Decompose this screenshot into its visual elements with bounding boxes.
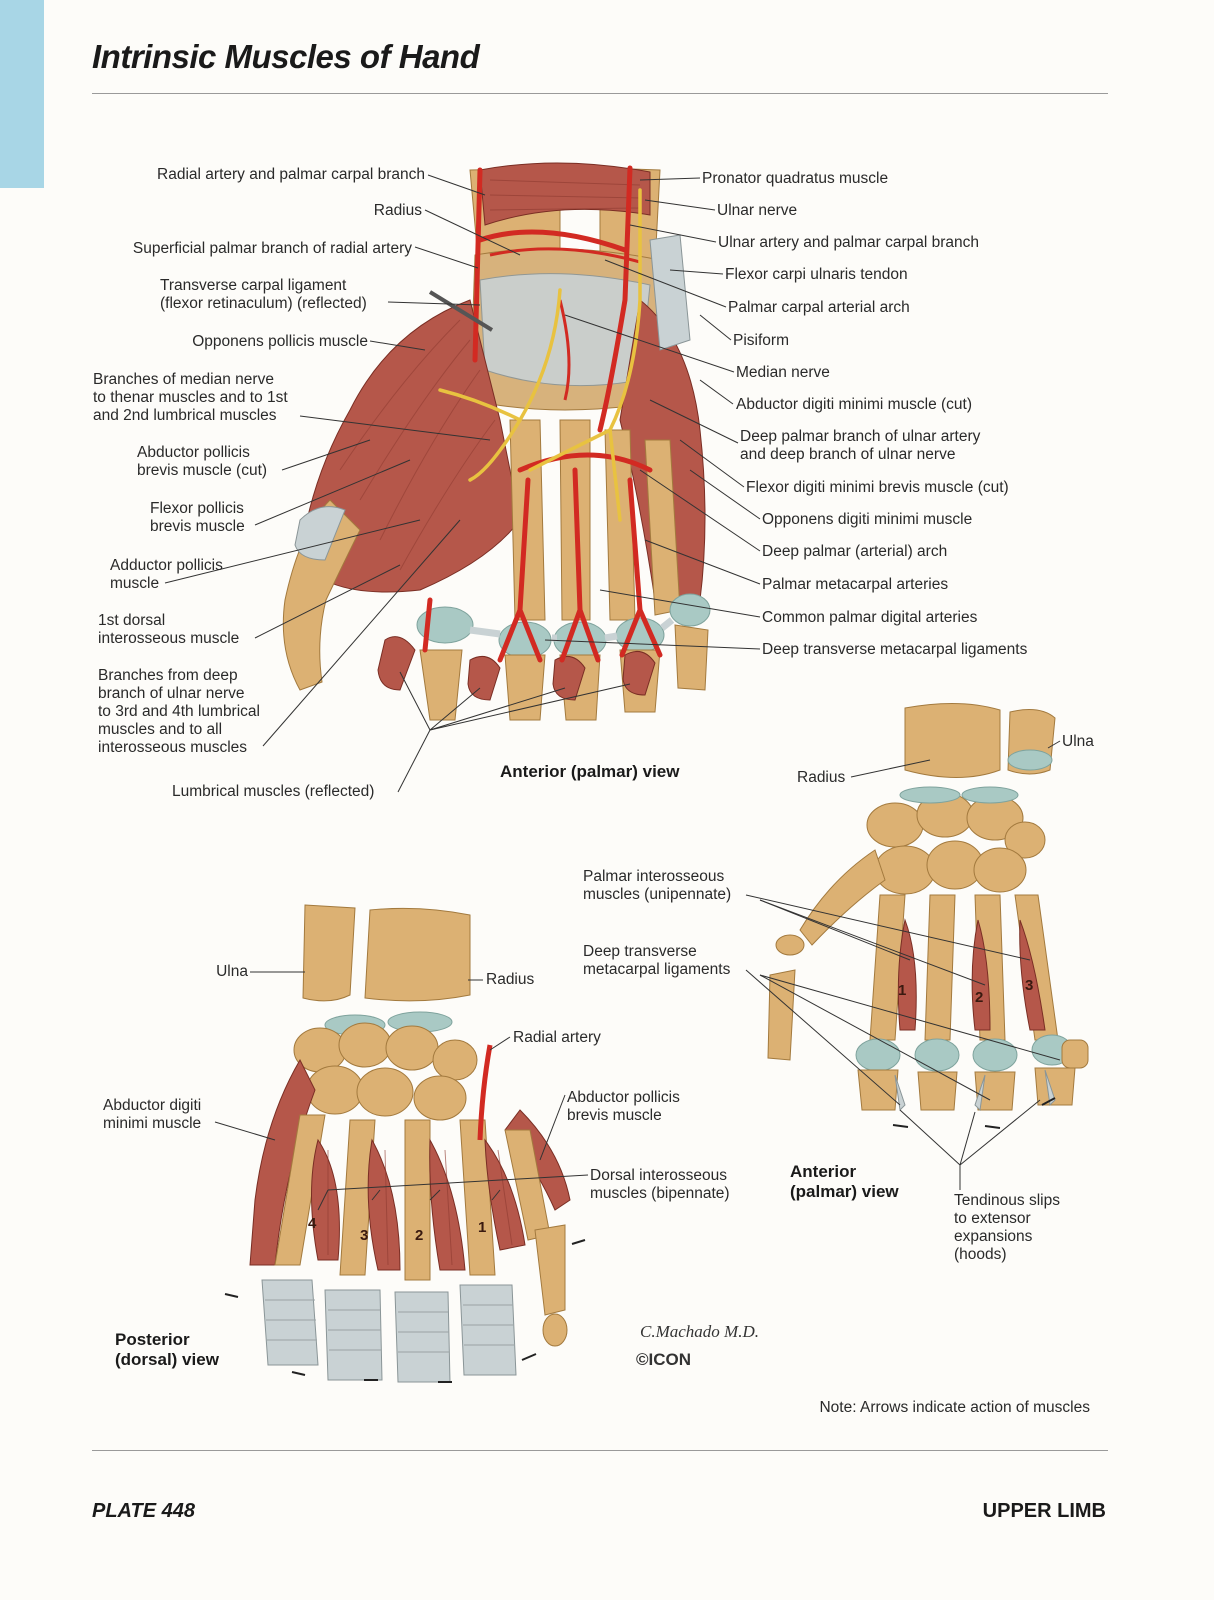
label-dorsal-interosseous: Dorsal interosseous muscles (bipennate): [590, 1167, 730, 1202]
label-adductor-pollicis: Adductor pollicis muscle: [110, 557, 223, 592]
label-radius-dorsal: Radius: [486, 971, 535, 988]
radius-bone-right: [904, 703, 1001, 778]
label-radius-right: Radius: [797, 769, 846, 786]
artist-signature: C.Machado M.D.: [640, 1322, 759, 1341]
metacarpals-top: [509, 419, 681, 621]
tendinous-slips: [894, 1069, 1056, 1112]
action-arrows-dorsal: [224, 1239, 586, 1383]
action-arrows-right: [892, 1097, 1056, 1129]
section-name: UPPER LIMB: [982, 1500, 1106, 1522]
palmar-interosseous-muscles: [897, 918, 1046, 1031]
carpal-bones-right: [866, 792, 1046, 895]
page-title: Intrinsic Muscles of Hand: [92, 38, 480, 75]
palmar-hand-top: [282, 162, 711, 721]
label-radial-artery-dorsal: Radial artery: [513, 1029, 601, 1046]
publisher-logo: ©ICON: [636, 1350, 692, 1369]
label-abductor-digiti-minimi-cut: Abductor digiti minimi muscle (cut): [736, 396, 973, 413]
view-title-palmar-right: Anterior (palmar) view: [790, 1162, 899, 1201]
palmar-muscle-number-2: 2: [975, 989, 983, 1006]
thumb-right: [799, 849, 886, 946]
plate-number: PLATE 448: [92, 1500, 195, 1522]
label-deep-transverse-ligaments-right: Deep transverse metacarpal ligaments: [583, 943, 731, 978]
label-transverse-carpal-ligament: Transverse carpal ligament (flexor retin…: [160, 277, 367, 312]
label-deep-ulnar-nerve-branches: Branches from deep branch of ulnar nerve…: [98, 667, 260, 756]
flexor-carpi-ulnaris-tendon: [649, 234, 691, 351]
label-flexor-digiti-minimi-brevis: Flexor digiti minimi brevis muscle (cut): [746, 479, 1009, 496]
label-deep-palmar-branch: Deep palmar branch of ulnar artery and d…: [740, 428, 981, 463]
reflected-ligament-pin: [428, 290, 494, 332]
label-abductor-digiti-minimi-dorsal: Abductor digiti minimi muscle: [103, 1097, 202, 1132]
palmar-carpal-arch: [489, 247, 641, 401]
view-title-palmar-top: Anterior (palmar) view: [500, 762, 680, 781]
thumb-dorsal: [534, 1224, 566, 1316]
view-title-dorsal: Posterior (dorsal) view: [115, 1330, 219, 1369]
label-abductor-pollicis-brevis-dorsal: Abductor pollicis brevis muscle: [567, 1089, 680, 1124]
label-abductor-pollicis-brevis-cut: Abductor pollicis brevis muscle (cut): [137, 444, 268, 479]
label-deep-palmar-arch: Deep palmar (arterial) arch: [762, 543, 948, 560]
label-deep-transverse-ligaments-top: Deep transverse metacarpal ligaments: [762, 641, 1028, 658]
dorsal-muscle-number-3: 3: [360, 1227, 368, 1244]
label-palmar-carpal-arch: Palmar carpal arterial arch: [728, 299, 910, 316]
footer-rule: [92, 1450, 1108, 1451]
palmar-muscle-number-3: 3: [1025, 977, 1033, 994]
ulna-bone-dorsal: [302, 904, 356, 1002]
label-opponens-digiti-minimi: Opponens digiti minimi muscle: [762, 511, 973, 528]
metacarpals-dorsal: [274, 1114, 551, 1281]
label-palmar-interosseous: Palmar interosseous muscles (unipennate): [583, 868, 732, 903]
label-radial-artery: Radial artery and palmar carpal branch: [157, 166, 425, 183]
label-flexor-pollicis-brevis: Flexor pollicis brevis muscle: [150, 500, 245, 535]
dorsal-muscle-number-4: 4: [308, 1215, 317, 1232]
dorsal-hand: 4 3 2 1: [224, 904, 586, 1383]
radial-artery-dorsal: [477, 1044, 493, 1141]
phalanges-right: [857, 1039, 1089, 1111]
label-pisiform: Pisiform: [733, 332, 789, 349]
dorsal-muscle-number-2: 2: [415, 1227, 423, 1244]
label-ulna-right: Ulna: [1062, 733, 1094, 750]
label-pronator-quadratus: Pronator quadratus muscle: [702, 170, 889, 187]
arteries-top: [422, 165, 663, 663]
note-arrows: Note: Arrows indicate action of muscles: [819, 1399, 1090, 1416]
section-tab: [0, 0, 44, 188]
label-ulnar-nerve: Ulnar nerve: [717, 202, 798, 219]
dorsal-muscle-number-1: 1: [478, 1219, 486, 1236]
label-common-palmar-digital-arteries: Common palmar digital arteries: [762, 609, 978, 626]
label-radius-top: Radius: [373, 202, 422, 219]
extensor-hoods: [261, 1279, 517, 1383]
palmar-muscle-number-1: 1: [898, 982, 906, 999]
label-lumbrical-muscles: Lumbrical muscles (reflected): [172, 783, 375, 800]
label-tendinous-slips: Tendinous slips to extensor expansions (…: [954, 1192, 1060, 1263]
label-median-nerve: Median nerve: [736, 364, 830, 381]
nerves-top: [438, 188, 642, 522]
label-flexor-carpi-ulnaris-tendon: Flexor carpi ulnaris tendon: [725, 266, 908, 283]
label-ulnar-artery: Ulnar artery and palmar carpal branch: [718, 234, 980, 251]
dorsal-interosseous-muscles: [311, 1138, 526, 1271]
label-superficial-palmar-branch: Superficial palmar branch of radial arte…: [132, 240, 412, 257]
header-rule: [92, 93, 1108, 94]
label-ulna-dorsal: Ulna: [216, 963, 248, 980]
leader-lines: [164, 174, 1061, 1211]
palmar-hand-right: 1 2 3: [767, 703, 1089, 1129]
metacarpal-heads-right: [855, 1034, 1073, 1072]
label-opponens-pollicis: Opponens pollicis muscle: [192, 333, 368, 350]
label-first-dorsal-interosseous: 1st dorsal interosseous muscle: [98, 612, 240, 647]
label-median-nerve-branches: Branches of median nerve to thenar muscl…: [93, 371, 288, 424]
deep-transverse-ligaments-top: [469, 617, 675, 642]
hood-lines: [265, 1299, 515, 1353]
radius-bone-dorsal: [364, 907, 471, 1002]
label-palmar-metacarpal-arteries: Palmar metacarpal arteries: [762, 576, 949, 593]
carpal-bones-dorsal: [293, 1022, 478, 1121]
